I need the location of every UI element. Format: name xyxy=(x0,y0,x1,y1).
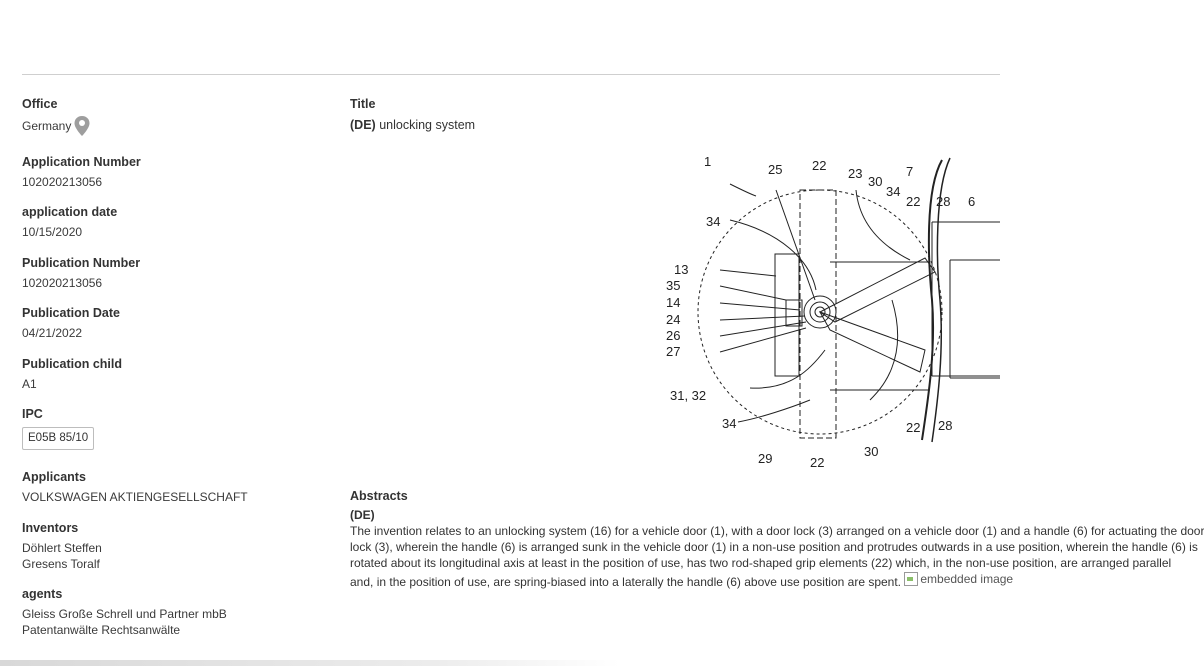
application-date-value: 10/15/2020 xyxy=(22,225,83,239)
application-number-label: Application Number xyxy=(22,155,141,169)
svg-text:31, 32: 31, 32 xyxy=(670,388,706,403)
bottom-shadow xyxy=(0,660,620,666)
svg-text:28: 28 xyxy=(936,194,950,209)
field-application-number: Application Number 102020213056 xyxy=(22,154,141,190)
abstract-line-last: and, in the position of use, are spring-… xyxy=(350,571,1013,590)
publication-number-value: 102020213056 xyxy=(22,276,103,290)
publication-child-label: Publication child xyxy=(22,357,123,371)
inventors-list: Döhlert Steffen Gresens Toralf xyxy=(22,540,102,572)
field-publication-date: Publication Date 04/21/2022 xyxy=(22,305,120,341)
title-lang: (DE) xyxy=(350,118,376,132)
ipc-badge[interactable]: E05B 85/10 xyxy=(22,427,95,450)
field-applicants: Applicants VOLKSWAGEN AKTIENGESELLSCHAFT xyxy=(22,469,248,505)
applicants-value: VOLKSWAGEN AKTIENGESELLSCHAFT xyxy=(22,490,248,504)
inventor-item: Gresens Toralf xyxy=(22,557,100,571)
svg-text:25: 25 xyxy=(768,162,782,177)
office-value: Germany xyxy=(22,119,72,133)
applicants-label: Applicants xyxy=(22,470,86,484)
abstract-lang: (DE) xyxy=(350,508,375,522)
abstract-line: The invention relates to an unlocking sy… xyxy=(350,524,1204,538)
svg-text:28: 28 xyxy=(938,418,952,433)
application-date-label: application date xyxy=(22,205,118,219)
embedded-image-alt: embedded image xyxy=(920,572,1014,586)
abstract-line: lock (3), wherein the handle (6) is arra… xyxy=(350,540,1198,554)
svg-text:30: 30 xyxy=(864,444,878,459)
svg-text:22: 22 xyxy=(906,420,920,435)
title-section: Title (DE) unlocking system xyxy=(350,96,1000,133)
publication-number-label: Publication Number xyxy=(22,256,141,270)
broken-image-icon xyxy=(904,572,919,586)
svg-text:13: 13 xyxy=(674,262,688,277)
title-row: (DE) unlocking system xyxy=(350,117,1000,133)
field-ipc: IPC E05B 85/10 xyxy=(22,406,95,450)
agent-item: Gleiss Große Schrell und Partner mbB xyxy=(22,607,227,621)
field-agents: agents Gleiss Große Schrell und Partner … xyxy=(22,586,227,638)
field-publication-number: Publication Number 102020213056 xyxy=(22,255,140,291)
patent-drawing: 1 25 22 23 30 34 22 7 28 6 34 13 35 14 2… xyxy=(666,154,1000,470)
abstract-line: rotated about its longitudinal axis at l… xyxy=(350,556,1172,570)
svg-text:24: 24 xyxy=(666,312,680,327)
svg-text:35: 35 xyxy=(666,278,680,293)
field-inventors: Inventors Döhlert Steffen Gresens Toralf xyxy=(22,520,102,572)
svg-text:7: 7 xyxy=(906,164,913,179)
drawing-reference-numbers: 1 25 22 23 30 34 22 7 28 6 34 13 35 14 2… xyxy=(666,154,975,470)
svg-text:34: 34 xyxy=(722,416,736,431)
svg-text:27: 27 xyxy=(666,344,680,359)
ipc-label: IPC xyxy=(22,407,43,421)
svg-text:29: 29 xyxy=(758,451,772,466)
abstract-line-text: and, in the position of use, are spring-… xyxy=(350,575,902,589)
abstract-section: Abstracts (DE) The invention relates to … xyxy=(350,488,1204,590)
svg-text:1: 1 xyxy=(704,154,711,169)
title-label: Title xyxy=(350,97,376,111)
field-publication-child: Publication child A1 xyxy=(22,356,122,392)
location-pin-icon[interactable] xyxy=(74,116,90,136)
svg-text:34: 34 xyxy=(706,214,720,229)
svg-text:22: 22 xyxy=(812,158,826,173)
field-application-date: application date 10/15/2020 xyxy=(22,204,117,240)
agents-label: agents xyxy=(22,587,63,601)
svg-text:22: 22 xyxy=(810,455,824,470)
svg-text:6: 6 xyxy=(968,194,975,209)
field-office: Office Germany xyxy=(22,96,90,136)
svg-text:26: 26 xyxy=(666,328,680,343)
svg-text:23: 23 xyxy=(848,166,862,181)
agent-item: Patentanwälte Rechtsanwälte xyxy=(22,623,181,637)
abstract-label: Abstracts xyxy=(350,489,408,503)
publication-child-value: A1 xyxy=(22,377,37,391)
svg-text:14: 14 xyxy=(666,295,680,310)
publication-date-value: 04/21/2022 xyxy=(22,326,83,340)
agents-list: Gleiss Große Schrell und Partner mbB Pat… xyxy=(22,606,227,638)
publication-date-label: Publication Date xyxy=(22,306,120,320)
svg-text:22: 22 xyxy=(906,194,920,209)
title-text: unlocking system xyxy=(379,118,476,132)
svg-text:30: 30 xyxy=(868,174,882,189)
inventors-label: Inventors xyxy=(22,521,79,535)
embedded-image[interactable]: embedded image xyxy=(904,571,1013,587)
office-label: Office xyxy=(22,97,58,111)
application-number-value: 102020213056 xyxy=(22,175,103,189)
header-divider xyxy=(22,74,1000,75)
svg-text:34: 34 xyxy=(886,184,900,199)
inventor-item: Döhlert Steffen xyxy=(22,541,102,555)
